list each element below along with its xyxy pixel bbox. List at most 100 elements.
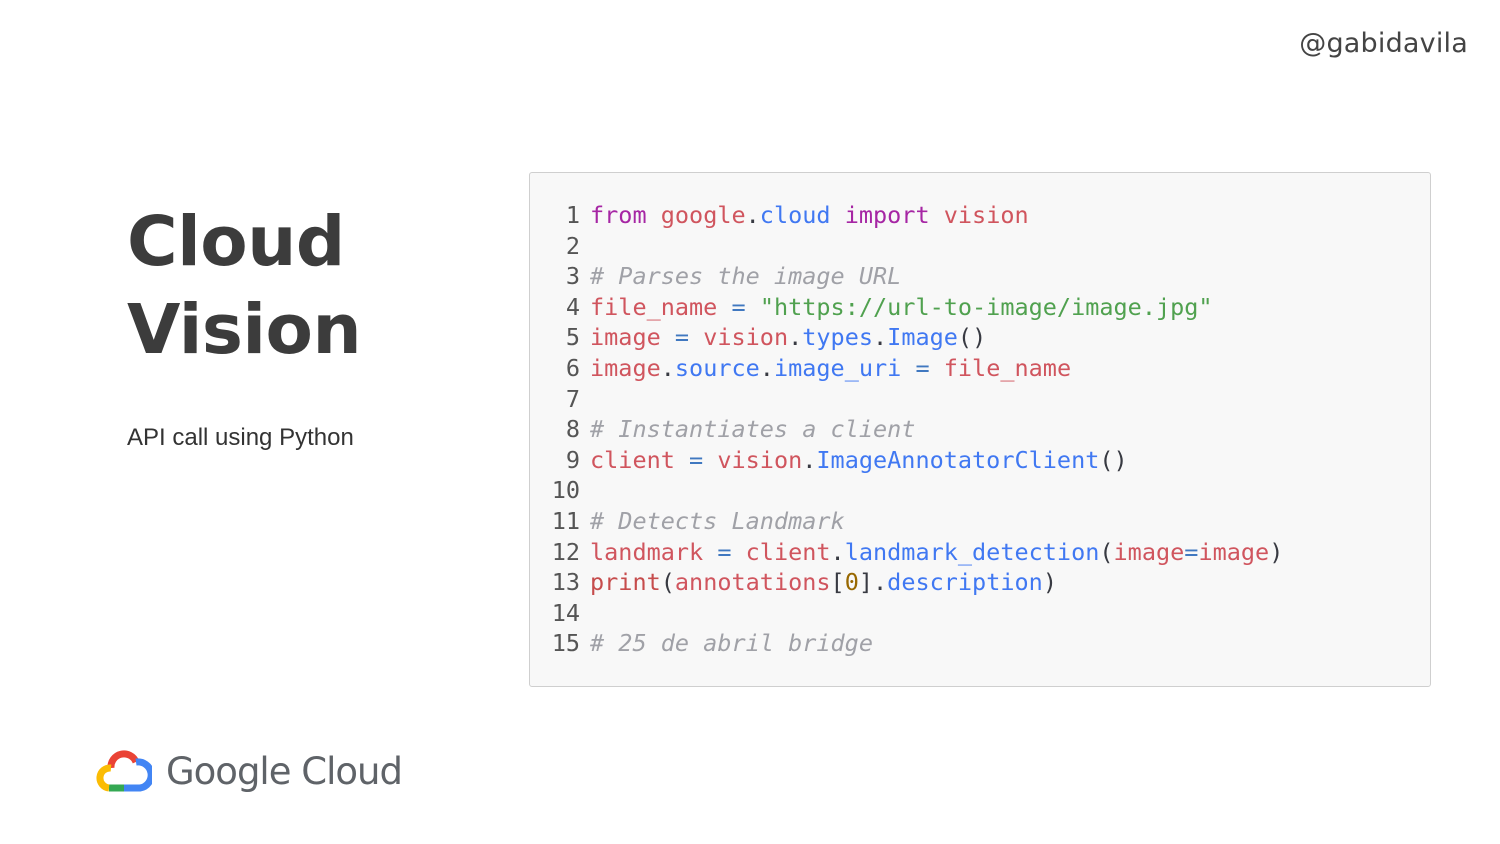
code-token: ImageAnnotatorClient (816, 445, 1100, 474)
code-token: 0 (844, 568, 859, 597)
code-token: landmark (590, 537, 704, 566)
code-token: = (674, 323, 690, 352)
code-text: # 25 de abril bridge (590, 628, 873, 659)
line-number: 1 (565, 201, 580, 229)
code-token: client (745, 537, 831, 566)
line-number: 3 (565, 262, 580, 291)
code-token: vision (943, 201, 1029, 229)
code-text: # Detects Landmark (590, 506, 845, 537)
code-token: = (1184, 537, 1199, 566)
code-token: ( (1099, 537, 1114, 566)
code-text: image.source.image_uri = file_name (590, 353, 1071, 384)
code-token: [ (830, 568, 845, 597)
code-token (746, 293, 760, 321)
code-text: image = vision.types.Image() (590, 322, 986, 353)
code-token (901, 354, 915, 382)
code-token: ) (1042, 568, 1057, 597)
code-token: Image (887, 323, 958, 352)
code-token (703, 446, 717, 474)
code-token: file_name (943, 353, 1072, 382)
code-token (831, 201, 845, 229)
code-token (717, 293, 731, 321)
code-token: import (844, 201, 930, 229)
code-token: # Detects Landmark (590, 506, 845, 535)
code-token: file_name (590, 292, 718, 321)
code-token: image (1113, 537, 1185, 566)
line-number: 4 (565, 292, 580, 321)
code-token: . (830, 537, 845, 566)
code-line: 15 # 25 de abril bridge (530, 628, 1430, 659)
code-token (675, 446, 689, 474)
line-number: 10 (551, 476, 580, 505)
code-token (647, 201, 661, 229)
code-line: 13 print(annotations[0].description) (530, 567, 1430, 598)
code-token: = (915, 353, 930, 382)
author-handle: @gabidavila (1299, 28, 1468, 59)
code-text: # Instantiates a client (590, 414, 915, 445)
google-cloud-icon (96, 750, 152, 792)
code-token: . (802, 445, 817, 474)
slide-title-line-1: Cloud (127, 202, 345, 282)
code-token: = (689, 445, 704, 474)
code-token: ( (660, 568, 675, 597)
slide-subtitle: API call using Python (127, 424, 354, 451)
line-number: 14 (551, 598, 580, 627)
code-line: 14 (530, 598, 1430, 629)
code-text: # Parses the image URL (590, 261, 901, 292)
code-line: 4 file_name = "https://url-to-image/image… (530, 292, 1430, 323)
code-token: () (1099, 445, 1128, 474)
line-number: 6 (565, 353, 580, 382)
code-token (703, 538, 717, 566)
code-token: google (660, 201, 746, 229)
code-token: . (788, 323, 803, 352)
code-line: 10 (530, 475, 1430, 506)
code-line: 1 from google.cloud import vision (530, 200, 1430, 231)
line-number: 9 (565, 445, 580, 474)
code-token: . (745, 201, 760, 229)
code-token: ] (858, 568, 874, 597)
code-text: client = vision.ImageAnnotatorClient() (590, 445, 1128, 476)
code-token: from (590, 201, 647, 229)
code-token: ) (1269, 537, 1284, 566)
code-token: "https://url-to-image/image.jpg" (759, 292, 1213, 321)
code-token: image_uri (773, 353, 902, 382)
code-token: # Instantiates a client (590, 415, 916, 444)
google-cloud-logo: Google Cloud (96, 748, 403, 794)
code-token: image (590, 323, 661, 352)
code-token: = (731, 292, 746, 321)
code-token: print (590, 568, 661, 597)
code-text: landmark = client.landmark_detection(ima… (590, 537, 1283, 568)
code-token: image (590, 353, 661, 382)
code-token: () (957, 323, 987, 352)
line-number: 5 (565, 323, 580, 352)
code-token: annotations (674, 568, 831, 597)
line-number: 15 (551, 629, 580, 658)
code-token: . (873, 323, 888, 352)
code-text: file_name = "https://url-to-image/image.… (590, 292, 1213, 323)
code-text: print(annotations[0].description) (590, 567, 1057, 598)
code-token: . (660, 353, 675, 382)
code-token: vision (703, 323, 789, 352)
code-token: . (759, 353, 774, 382)
code-token: # 25 de abril bridge (590, 629, 873, 658)
line-number: 7 (565, 384, 580, 413)
code-token: client (590, 445, 675, 474)
code-token: source (674, 353, 760, 382)
slide-title-line-2: Vision (127, 290, 362, 370)
code-token: image (1198, 537, 1270, 566)
code-token: description (887, 568, 1043, 597)
code-token: cloud (759, 201, 831, 229)
code-token: = (717, 537, 732, 566)
code-token (930, 201, 944, 229)
line-number: 13 (551, 568, 580, 597)
code-line: 3 # Parses the image URL (530, 261, 1430, 292)
code-text: from google.cloud import vision (590, 200, 1029, 231)
code-token (661, 323, 675, 351)
code-token: landmark_detection (844, 537, 1100, 566)
code-token: types (802, 323, 874, 352)
code-token: vision (717, 445, 803, 474)
